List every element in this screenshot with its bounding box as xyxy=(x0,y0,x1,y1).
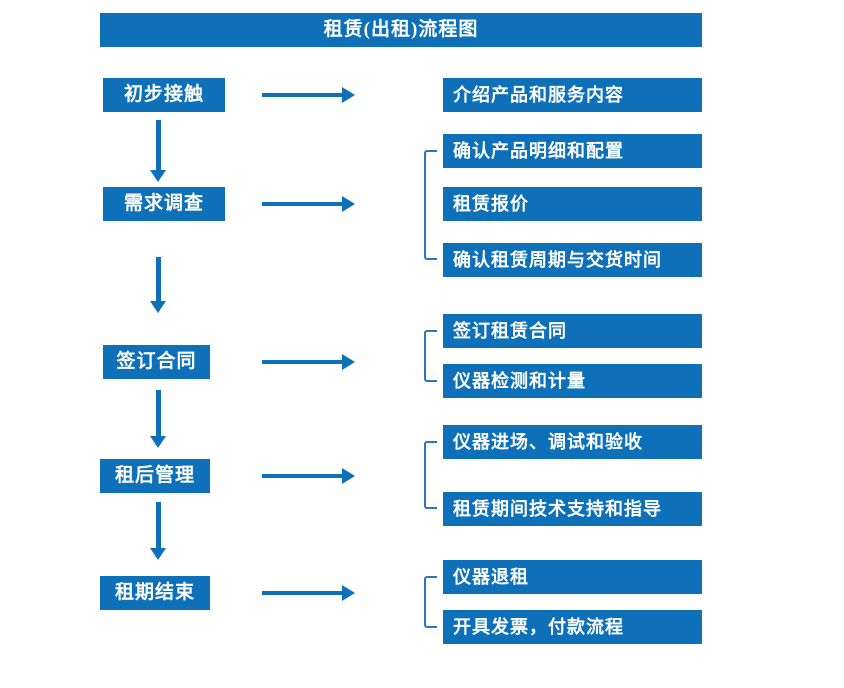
arrow-shaft xyxy=(155,120,161,171)
arrow-head xyxy=(150,548,166,560)
arrow-down-1-icon xyxy=(150,120,166,182)
detail-box-instrument-setup-acceptance: 仪器进场、调试和验收 xyxy=(443,425,702,459)
arrow-shaft xyxy=(155,502,161,549)
arrow-head xyxy=(342,87,355,103)
flowchart-title-bar: 租赁(出租)流程图 xyxy=(100,13,702,47)
step-box-demand-survey: 需求调查 xyxy=(103,187,225,221)
step-box-initial-contact: 初步接触 xyxy=(103,78,225,112)
bracket-group-5-icon xyxy=(424,576,437,628)
arrow-head xyxy=(150,301,166,313)
arrow-down-2-icon xyxy=(150,257,166,313)
arrow-shaft xyxy=(262,93,342,97)
arrow-right-2-icon xyxy=(262,196,355,212)
arrow-head xyxy=(342,196,355,212)
detail-box-confirm-product-config: 确认产品明细和配置 xyxy=(443,134,702,168)
detail-box-rental-quote: 租赁报价 xyxy=(443,187,702,221)
detail-box-instrument-testing: 仪器检测和计量 xyxy=(443,364,702,398)
arrow-shaft xyxy=(155,257,161,302)
arrow-right-4-icon xyxy=(262,468,355,484)
arrow-shaft xyxy=(262,591,342,595)
arrow-head xyxy=(150,436,166,448)
detail-box-introduce-products: 介绍产品和服务内容 xyxy=(443,78,702,112)
arrow-down-3-icon xyxy=(150,390,166,448)
flowchart-title: 租赁(出租)流程图 xyxy=(323,19,479,40)
arrow-head xyxy=(150,170,166,182)
arrow-shaft xyxy=(262,474,342,478)
arrow-head xyxy=(342,468,355,484)
step-box-post-rental-management: 租后管理 xyxy=(100,459,210,493)
arrow-head xyxy=(342,585,355,601)
arrow-shaft xyxy=(262,360,342,364)
bracket-group-2-icon xyxy=(424,150,437,260)
detail-box-instrument-return: 仪器退租 xyxy=(443,560,702,594)
arrow-shaft xyxy=(262,202,342,206)
bracket-group-4-icon xyxy=(424,441,437,509)
arrow-right-3-icon xyxy=(262,354,355,370)
arrow-shaft xyxy=(155,390,161,437)
arrow-right-1-icon xyxy=(262,87,355,103)
arrow-right-5-icon xyxy=(262,585,355,601)
detail-box-confirm-rental-period: 确认租赁周期与交货时间 xyxy=(443,243,702,277)
arrow-head xyxy=(342,354,355,370)
detail-box-sign-rental-contract: 签订租赁合同 xyxy=(443,314,702,348)
detail-box-tech-support: 租赁期间技术支持和指导 xyxy=(443,492,702,526)
arrow-down-4-icon xyxy=(150,502,166,560)
detail-box-invoice-payment: 开具发票，付款流程 xyxy=(443,610,702,644)
bracket-group-3-icon xyxy=(424,330,437,382)
step-box-sign-contract: 签订合同 xyxy=(103,345,210,379)
step-box-rental-end: 租期结束 xyxy=(100,576,210,610)
